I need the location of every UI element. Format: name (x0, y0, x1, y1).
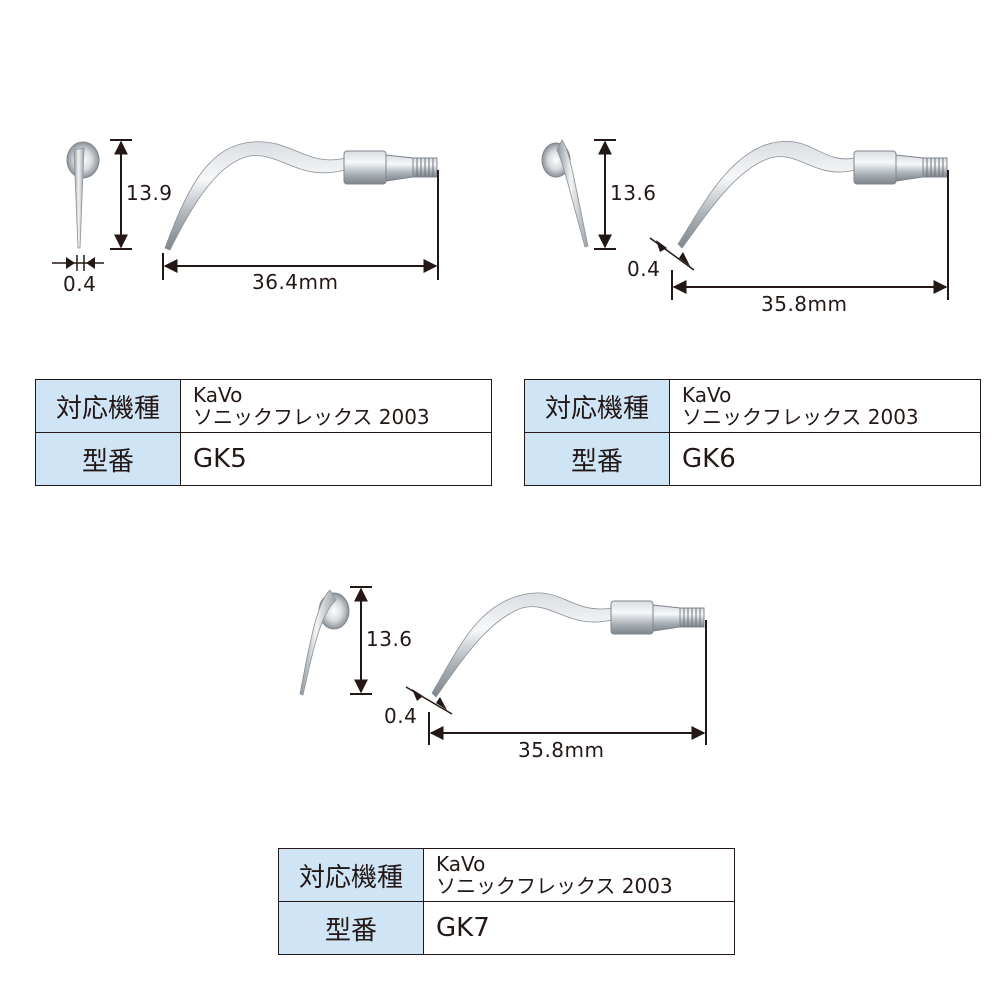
tip-width-label: 0.4 (63, 272, 97, 296)
model-value: GK6 (669, 432, 981, 486)
model-header: 型番 (278, 901, 424, 955)
tip-front-view (66, 141, 100, 249)
model-value: GK7 (423, 901, 735, 955)
compat-maker: KaVo (682, 383, 732, 407)
length-label: 35.8mm (518, 738, 605, 762)
tip-diagram-gk5: 13.9 0.4 36.4mm (0, 0, 500, 360)
compat-header: 対応機種 (524, 379, 670, 433)
length-dimension (428, 620, 707, 745)
length-label: 35.8mm (761, 292, 848, 316)
tip-side-view (677, 140, 948, 249)
height-label: 13.9 (126, 181, 173, 205)
tip-front-view (299, 589, 350, 696)
model-header: 型番 (524, 432, 670, 486)
length-dimension (671, 170, 949, 300)
compat-value: KaVo ソニックフレックス 2003 (180, 379, 492, 433)
height-dimension (110, 139, 132, 250)
spec-table-gk6: 対応機種 KaVo ソニックフレックス 2003 型番 GK6 (524, 379, 981, 486)
tip-side-view (431, 592, 705, 698)
spec-table-gk7: 対応機種 KaVo ソニックフレックス 2003 型番 GK7 (278, 848, 735, 955)
compat-model: ソニックフレックス 2003 (193, 405, 430, 429)
tip-side-view (164, 141, 438, 251)
tip-front-view (541, 139, 589, 248)
compat-model: ソニックフレックス 2003 (436, 874, 673, 898)
compat-maker: KaVo (436, 852, 486, 876)
tip-diagram-gk7: 13.6 0.4 35.8mm (250, 450, 750, 810)
length-label: 36.4mm (252, 270, 339, 294)
height-dimension (350, 586, 372, 695)
length-dimension (162, 170, 439, 280)
model-value: GK5 (180, 432, 492, 486)
tip-width-label: 0.4 (384, 704, 418, 728)
compat-value: KaVo ソニックフレックス 2003 (669, 379, 981, 433)
compat-maker: KaVo (193, 383, 243, 407)
compat-header: 対応機種 (35, 379, 181, 433)
tip-width-dimension (649, 237, 695, 271)
tip-width-label: 0.4 (627, 257, 661, 281)
tip-width-dimension (52, 255, 104, 271)
tip-diagram-gk6: 13.6 0.4 35.8mm (500, 0, 1000, 360)
spec-table-gk5: 対応機種 KaVo ソニックフレックス 2003 型番 GK5 (35, 379, 492, 486)
compat-header: 対応機種 (278, 848, 424, 902)
height-label: 13.6 (610, 181, 657, 205)
compat-value: KaVo ソニックフレックス 2003 (423, 848, 735, 902)
height-dimension (594, 139, 616, 250)
compat-model: ソニックフレックス 2003 (682, 405, 919, 429)
model-header: 型番 (35, 432, 181, 486)
height-label: 13.6 (366, 627, 413, 651)
tip-width-dimension (405, 686, 453, 715)
